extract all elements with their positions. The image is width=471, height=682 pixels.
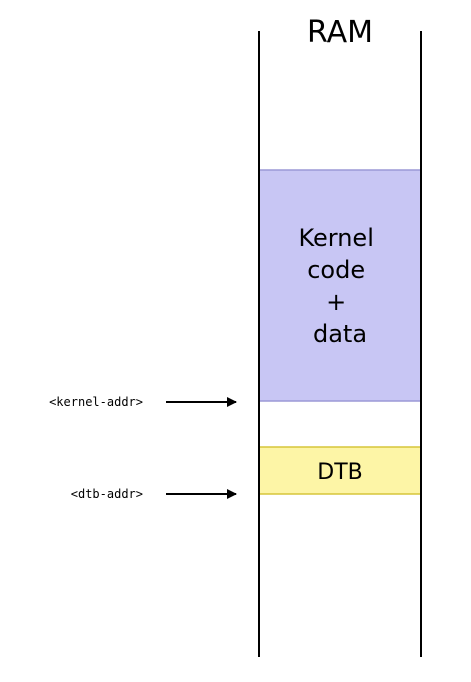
kernel-addr-label: <kernel-addr> [49, 395, 143, 409]
kernel-label-line-1: Kernel [298, 224, 373, 252]
kernel-label-line-4: data [313, 320, 367, 348]
kernel-label-line-3: + [326, 288, 346, 316]
kernel-region-label: Kernel code + data [298, 224, 381, 348]
ram-title: RAM [307, 15, 373, 50]
kernel-region [258, 169, 422, 402]
dtb-region-label: DTB [317, 460, 362, 485]
kernel-label-line-2: code [307, 256, 365, 284]
dtb-addr-label: <dtb-addr> [71, 487, 143, 501]
